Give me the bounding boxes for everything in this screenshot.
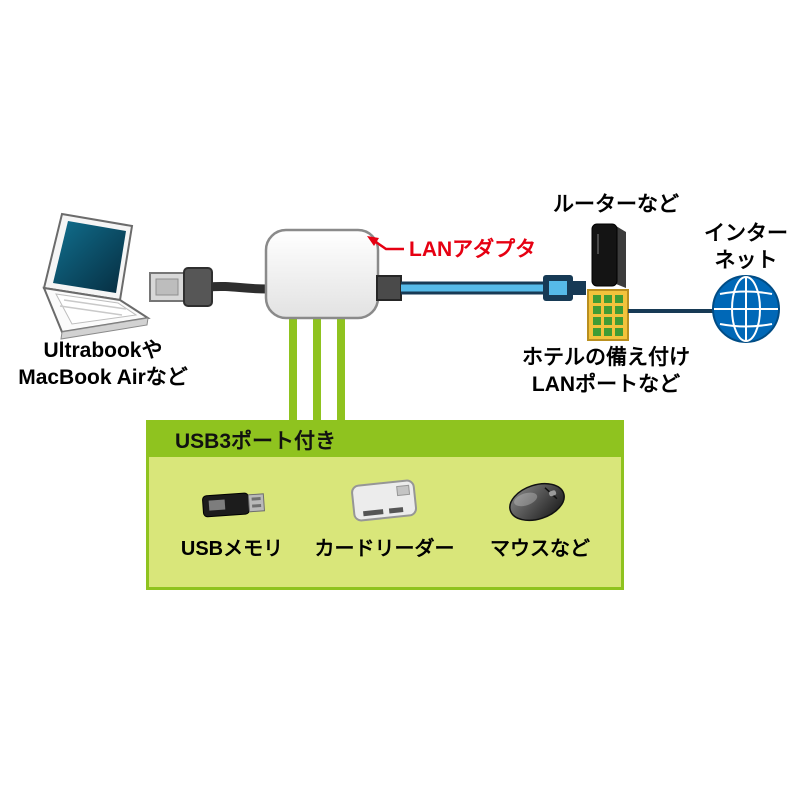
laptop-label-line2: MacBook Airなど bbox=[18, 366, 188, 389]
router-label: ルーターなど bbox=[553, 193, 679, 216]
usb-ports-panel: USB3ポート付き bbox=[146, 420, 624, 590]
internet-label-line2: ネット bbox=[714, 249, 778, 272]
laptop-label: Ultrabookや MacBook Airなど bbox=[5, 337, 201, 391]
laptop-icon bbox=[42, 212, 151, 340]
globe-icon bbox=[712, 275, 780, 343]
hotel-port-label-line1: ホテルの備え付け bbox=[522, 346, 690, 369]
usb-port-lines bbox=[289, 316, 345, 422]
usb-plug-icon bbox=[149, 267, 273, 307]
mouse-label: マウスなど bbox=[490, 538, 590, 560]
router-icon bbox=[591, 223, 626, 288]
lan-adapter-icon bbox=[264, 228, 402, 320]
usb-ports-panel-title: USB3ポート付き bbox=[149, 423, 621, 457]
laptop-label-line1: Ultrabookや bbox=[43, 339, 163, 362]
hotel-lan-port-icon bbox=[587, 289, 629, 341]
internet-label-line1: インター bbox=[704, 222, 788, 245]
adapter-callout-line bbox=[367, 236, 404, 251]
card-reader-label: カードリーダー bbox=[314, 538, 455, 560]
lan-cable-icon bbox=[401, 275, 586, 301]
adapter-label: LANアダプタ bbox=[409, 238, 537, 261]
hotel-port-label: ホテルの備え付け LANポートなど bbox=[500, 344, 712, 398]
internet-label: インター ネット bbox=[692, 220, 800, 274]
hotel-port-label-line2: LANポートなど bbox=[531, 373, 681, 396]
usb-memory-label: USBメモリ bbox=[180, 538, 284, 560]
